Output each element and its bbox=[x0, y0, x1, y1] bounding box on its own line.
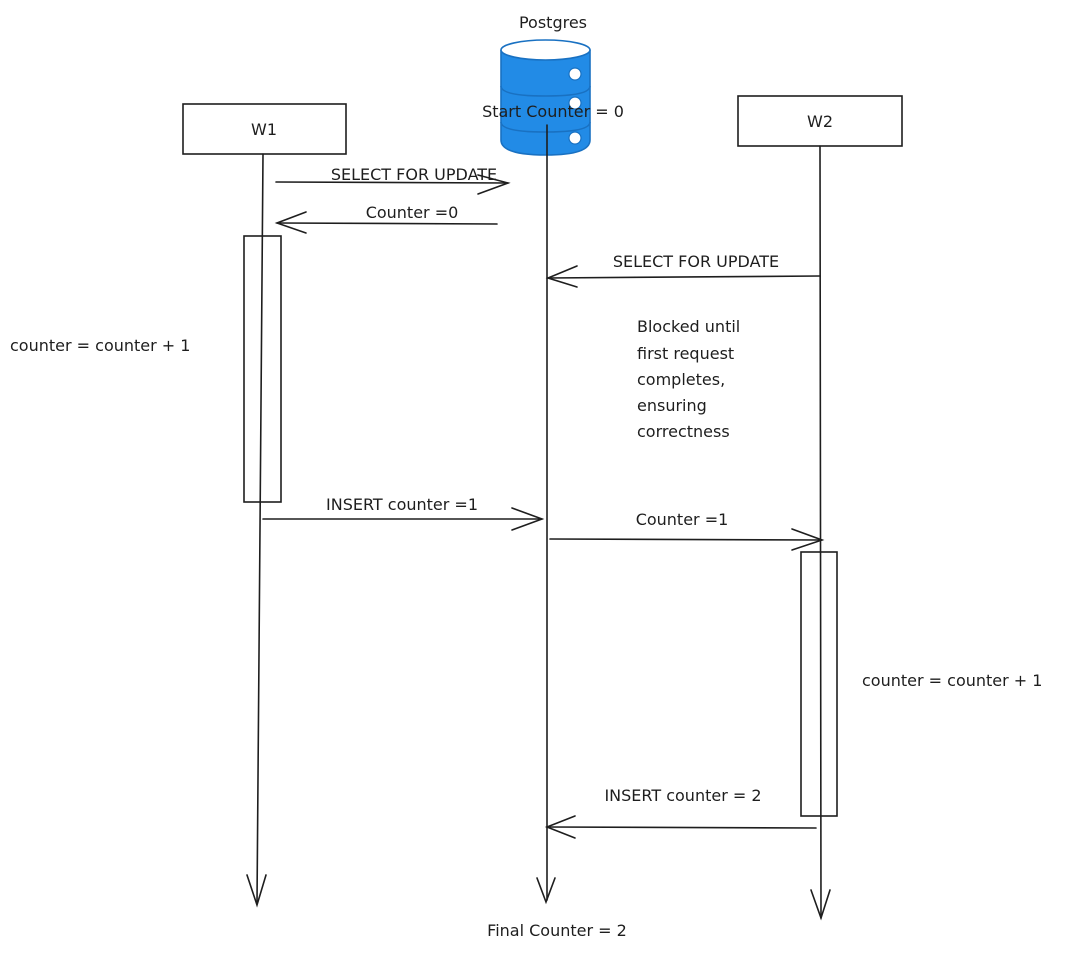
message-counter1 bbox=[549, 528, 825, 551]
participant-w1-label: W1 bbox=[251, 120, 277, 139]
blocked-note-line: ensuring bbox=[637, 396, 707, 415]
message-counter0 bbox=[274, 211, 498, 234]
w2-activation-note: counter = counter + 1 bbox=[862, 671, 1042, 690]
lifeline-w2 bbox=[810, 145, 831, 921]
lifeline-w1 bbox=[246, 153, 267, 908]
participant-w2-box bbox=[737, 95, 903, 147]
message-select-w1-label: SELECT FOR UPDATE bbox=[331, 165, 497, 184]
w1-activation-note: counter = counter + 1 bbox=[10, 336, 190, 355]
start-counter-label: Start Counter = 0 bbox=[482, 102, 624, 121]
message-select-w2-label: SELECT FOR UPDATE bbox=[613, 252, 779, 271]
message-insert1-label: INSERT counter =1 bbox=[326, 495, 478, 514]
message-counter0-label: Counter =0 bbox=[366, 203, 459, 222]
message-insert2 bbox=[544, 815, 817, 839]
blocked-note: Blocked until first request completes, e… bbox=[637, 317, 740, 441]
message-counter1-label: Counter =1 bbox=[636, 510, 729, 529]
blocked-note-line: completes, bbox=[637, 370, 725, 389]
blocked-note-line: correctness bbox=[637, 422, 730, 441]
blocked-note-line: Blocked until bbox=[637, 317, 740, 336]
blocked-note-line: first request bbox=[637, 344, 734, 363]
message-insert1 bbox=[262, 507, 545, 531]
activation-w1 bbox=[243, 235, 282, 503]
participant-w2-label: W2 bbox=[807, 112, 833, 131]
database-title: Postgres bbox=[519, 13, 587, 32]
message-insert2-label: INSERT counter = 2 bbox=[604, 786, 761, 805]
message-select-w1 bbox=[275, 174, 511, 195]
message-select-w2 bbox=[545, 265, 821, 288]
lifeline-postgres bbox=[536, 124, 556, 905]
participant-w1-box bbox=[182, 103, 347, 155]
postgres-database-icon bbox=[500, 39, 591, 156]
final-counter-label: Final Counter = 2 bbox=[487, 921, 627, 940]
activation-w2 bbox=[800, 551, 838, 817]
